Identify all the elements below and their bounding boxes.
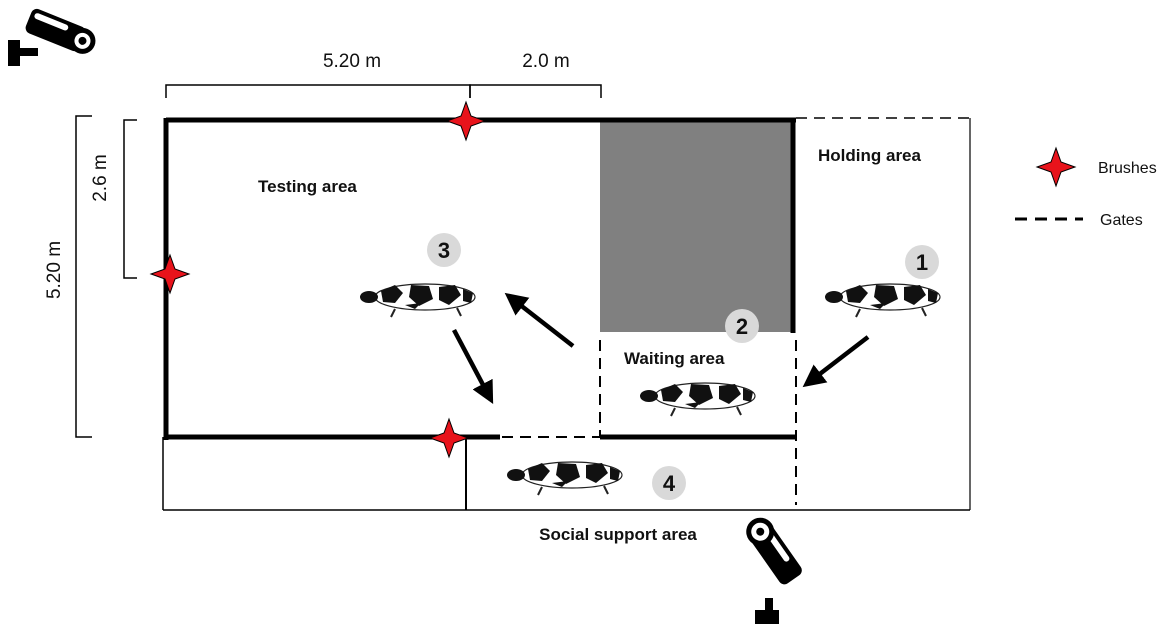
security-camera-icon — [8, 8, 96, 66]
dimension-label: 2.6 m — [90, 154, 111, 202]
legend-brushes-label: Brushes — [1098, 160, 1157, 177]
step-badge: 2 — [725, 309, 759, 343]
step-number: 1 — [916, 250, 928, 275]
cow-icon — [639, 382, 756, 417]
step-number: 2 — [736, 314, 748, 339]
step-badge: 1 — [905, 245, 939, 279]
cow-icon — [506, 461, 623, 496]
legend: Brushes Gates — [1015, 147, 1157, 229]
step-badge: 3 — [427, 233, 461, 267]
dimension-testing-width: 5.20 m — [165, 51, 471, 98]
dimension-label: 5.20 m — [44, 241, 65, 299]
social-support-area-label: Social support area — [539, 525, 697, 544]
step-number: 4 — [663, 471, 676, 496]
holding-area-label: Holding area — [818, 146, 922, 165]
brush-star-icon — [446, 101, 486, 141]
dimension-half-height: 2.6 m — [90, 119, 137, 279]
waiting-area-label: Waiting area — [624, 349, 725, 368]
cow-icon — [824, 283, 941, 318]
security-camera-icon — [746, 517, 802, 624]
shaded-block — [600, 121, 793, 332]
step-number: 3 — [438, 238, 450, 263]
gates — [502, 340, 797, 505]
arrow-icon — [504, 292, 575, 348]
cow-icon — [359, 283, 476, 318]
legend-gates-label: Gates — [1100, 212, 1143, 229]
brush-star-icon — [1036, 147, 1076, 187]
dimension-waiting-width: 2.0 m — [469, 51, 602, 98]
dimension-label: 2.0 m — [522, 51, 570, 72]
step-badge: 4 — [652, 466, 686, 500]
arrow-icon — [452, 328, 494, 404]
arrow-icon — [802, 335, 870, 388]
brush-star-icon — [150, 254, 190, 294]
dimension-label: 5.20 m — [323, 51, 381, 72]
testing-area-label: Testing area — [258, 177, 357, 196]
brush-star-icon — [429, 418, 469, 458]
dimension-full-height: 5.20 m — [44, 115, 92, 438]
